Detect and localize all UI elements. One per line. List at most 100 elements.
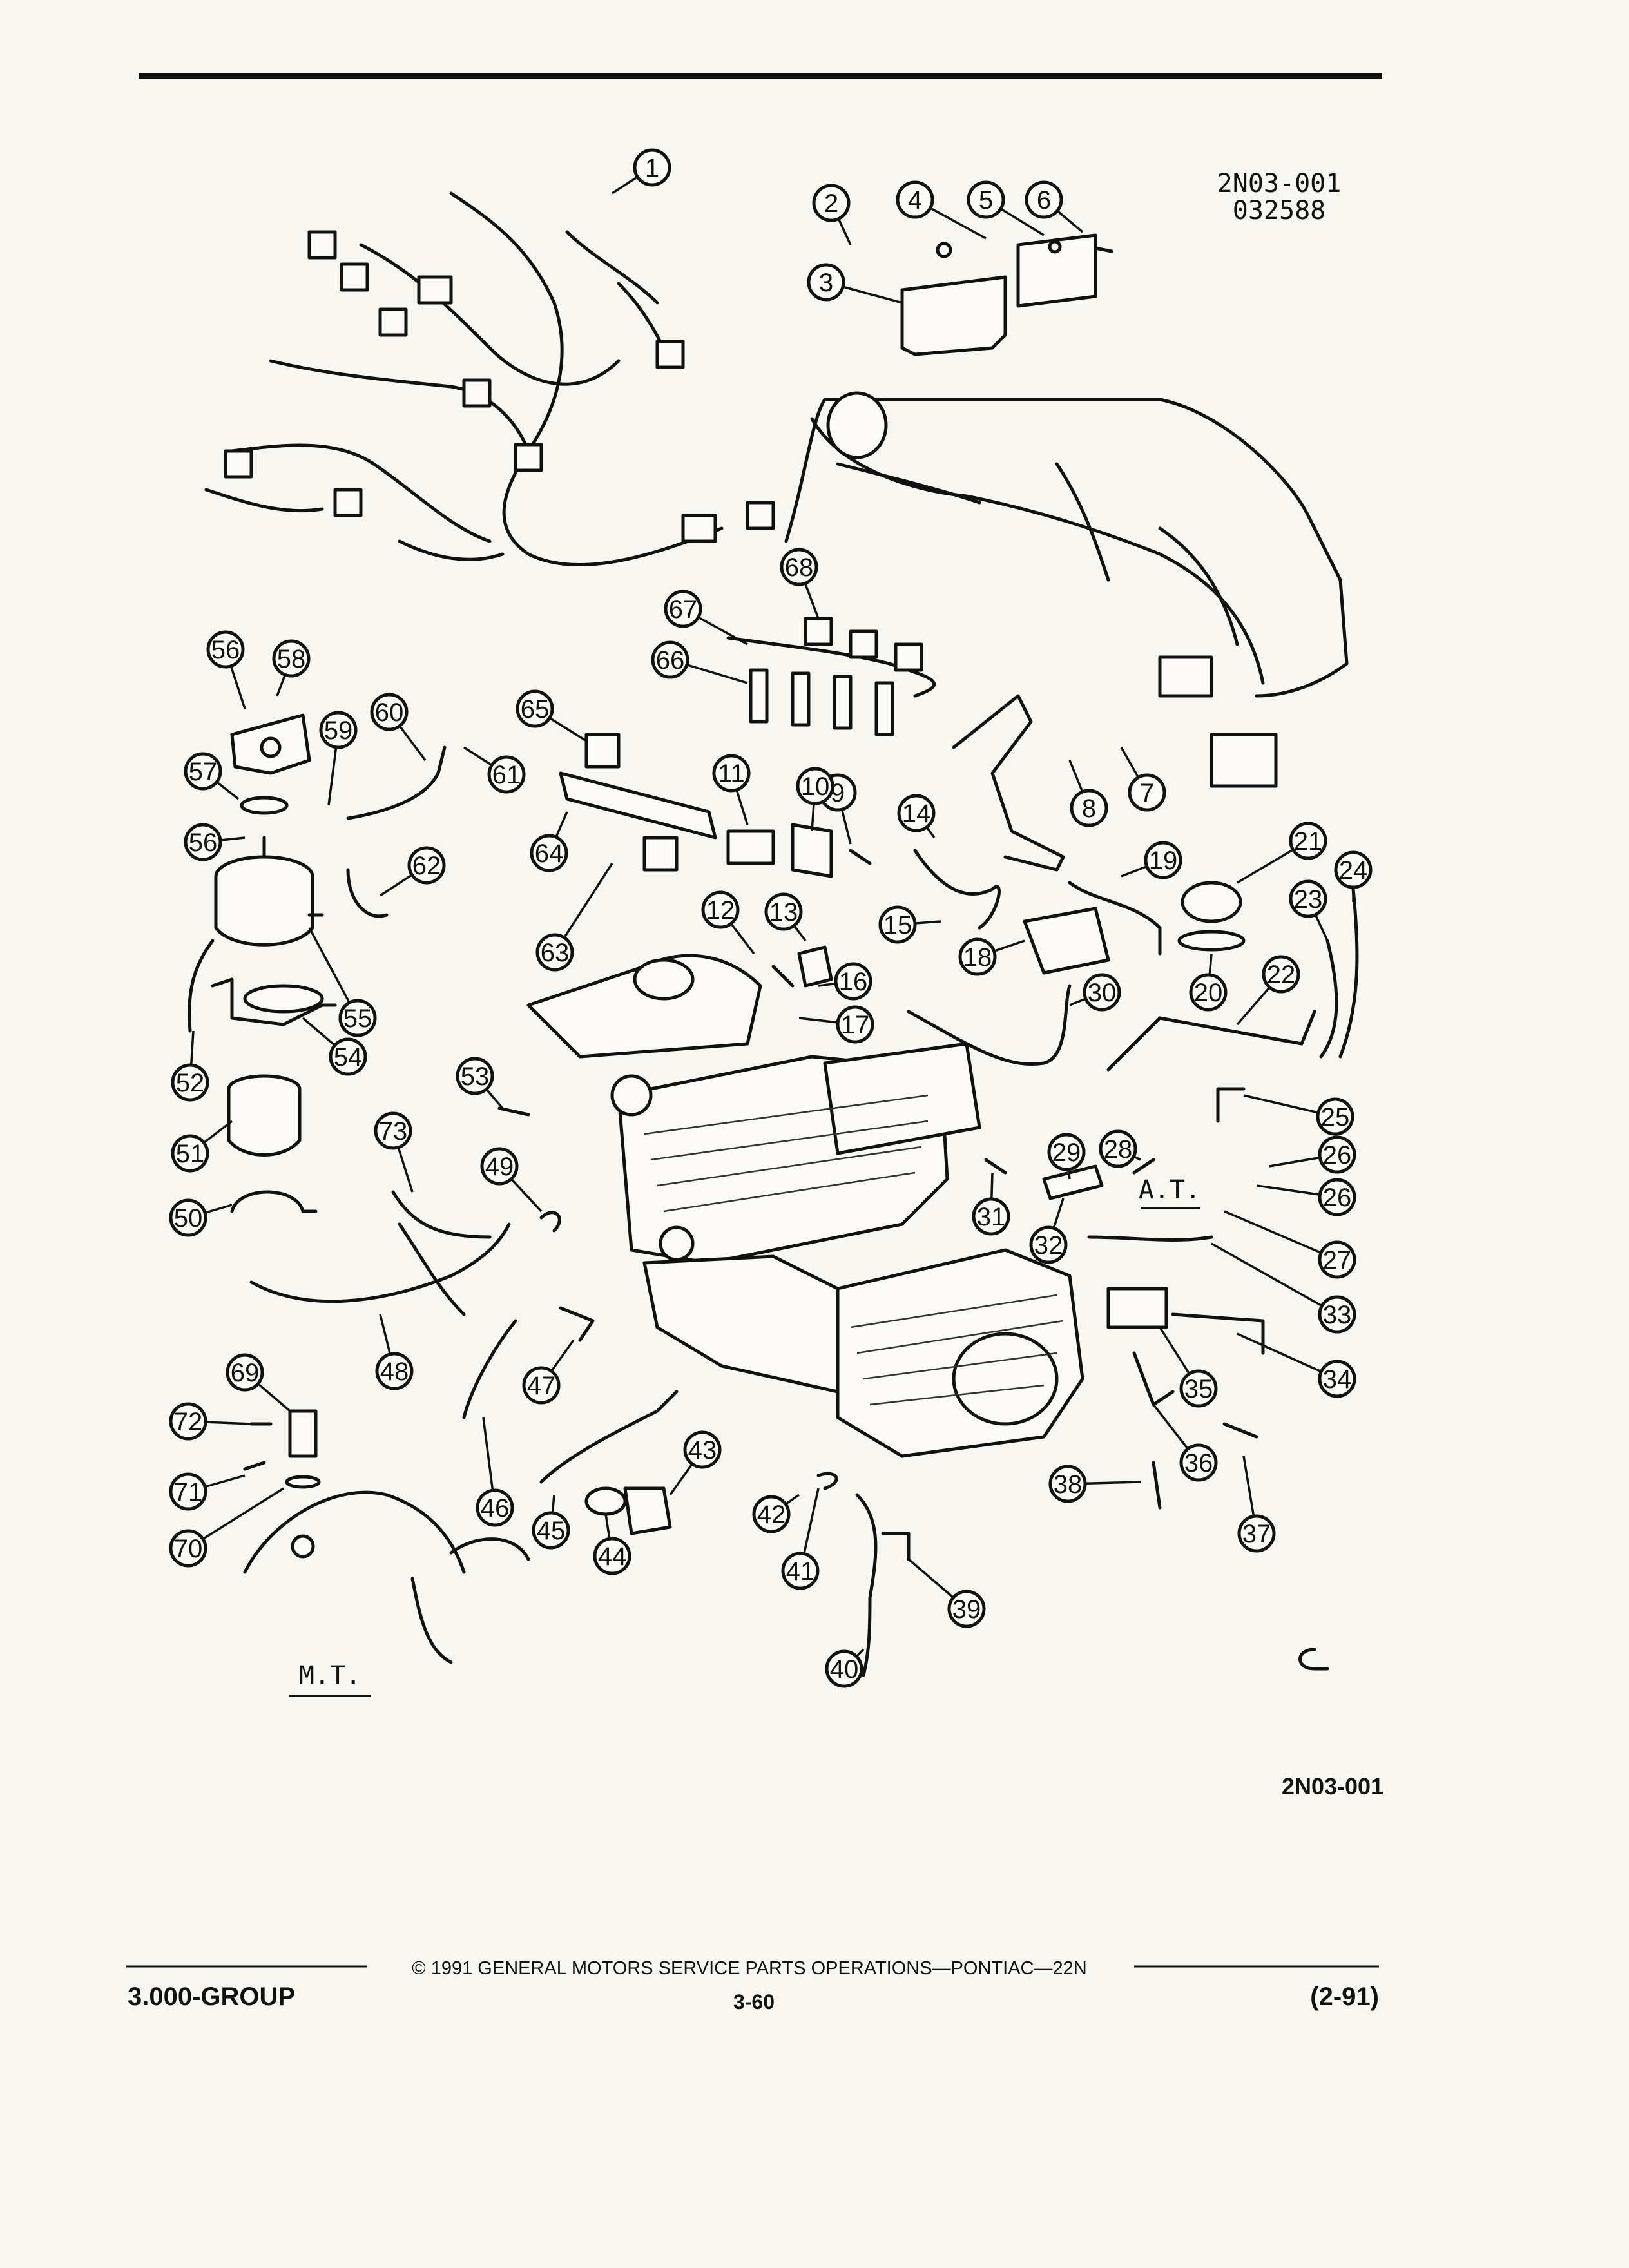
callout-circle [897, 794, 936, 832]
callout-29: 29 [1047, 1133, 1086, 1171]
callout-number: 33 [1323, 1301, 1352, 1329]
callout-circle [480, 1147, 519, 1186]
injector-rail-art [726, 617, 936, 736]
callout-number: 58 [277, 645, 306, 673]
plug-26-mt-art [291, 1534, 315, 1559]
leader-line-27 [1224, 1210, 1338, 1261]
callout-33: 33 [1318, 1295, 1356, 1334]
callout-number: 71 [174, 1478, 203, 1506]
callout-number: 14 [902, 800, 931, 828]
callout-circle [206, 630, 245, 669]
callout-35: 35 [1179, 1369, 1218, 1408]
clamp-51-art [230, 1190, 318, 1213]
label-mt: M.T. [299, 1661, 361, 1691]
callout-21: 21 [1289, 822, 1327, 860]
callout-56: 56 [184, 823, 222, 861]
throttle-body-art [1023, 907, 1110, 975]
callout-number: 1 [645, 154, 659, 182]
callout-circle [1318, 1295, 1356, 1334]
callout-circle [781, 1552, 820, 1590]
callout-65: 65 [516, 689, 554, 728]
callout-circle [375, 1352, 414, 1390]
callout-circle [1070, 789, 1108, 827]
sensor-bracket-art [726, 823, 872, 878]
callout-63: 63 [535, 933, 574, 972]
callout-2: 2 [812, 184, 851, 222]
sensor-39-art [1152, 1461, 1162, 1510]
hose-63-art [346, 868, 389, 918]
callout-45: 45 [532, 1511, 570, 1550]
callout-66: 66 [651, 640, 689, 679]
callout-46: 46 [476, 1488, 514, 1527]
callout-circle [752, 1495, 791, 1533]
label-at: A.T. [1139, 1175, 1200, 1205]
callout-number: 18 [963, 943, 992, 972]
pipe-19-art [1068, 881, 1162, 956]
relay-bar-art [559, 733, 717, 872]
callout-68: 68 [780, 548, 818, 586]
callout-72: 72 [169, 1402, 207, 1441]
callout-number: 51 [176, 1140, 205, 1168]
callout-circle [1029, 1225, 1068, 1264]
callout-8: 8 [1070, 789, 1108, 827]
clip-40-art [881, 1532, 911, 1561]
callout-circle [169, 1402, 207, 1441]
callout-circle [947, 1590, 986, 1628]
callout-number: 17 [841, 1011, 870, 1039]
callout-circle [896, 180, 934, 219]
callout-7: 7 [1128, 773, 1166, 812]
callout-number: 30 [1088, 979, 1117, 1007]
callout-number: 26 [1323, 1184, 1352, 1212]
illustration [188, 191, 1359, 1677]
egr-gasket-art [1177, 930, 1246, 952]
pipe-46-art [539, 1390, 679, 1484]
tube-23-art [1319, 939, 1338, 1059]
callout-number: 69 [231, 1359, 260, 1387]
callout-circle [683, 1430, 722, 1469]
switch-36-art [1106, 1287, 1168, 1329]
callout-52: 52 [171, 1063, 209, 1102]
callout-number: 24 [1339, 856, 1368, 885]
seal-42-art [816, 1472, 838, 1490]
callout-circle [1334, 850, 1373, 889]
callout-circle [319, 711, 358, 749]
callout-56: 56 [206, 630, 245, 669]
callout-59: 59 [319, 711, 358, 749]
transaxle-mt-art [243, 1490, 530, 1664]
callout-circle [651, 640, 689, 679]
hose-49-art [249, 1222, 511, 1303]
callout-circle [169, 1198, 207, 1237]
callout-30: 30 [1083, 973, 1121, 1012]
callout-number: 44 [598, 1542, 627, 1571]
callout-circle [1179, 1369, 1218, 1408]
callout-circle [1318, 1240, 1356, 1279]
tube-24-art [1338, 887, 1359, 1059]
callout-41: 41 [781, 1552, 820, 1590]
callout-62: 62 [407, 846, 446, 885]
callout-70: 70 [169, 1529, 207, 1568]
lead-34-art [1087, 1235, 1213, 1242]
callout-1: 1 [633, 148, 671, 187]
bracket-25-art [1216, 1087, 1246, 1123]
callout-circle [535, 933, 574, 972]
callout-number: 29 [1052, 1139, 1081, 1167]
callout-3: 3 [807, 263, 845, 302]
callout-number: 41 [786, 1557, 815, 1586]
callout-circle [532, 1511, 570, 1550]
seal-71-art [285, 1475, 321, 1489]
callout-circle [764, 892, 803, 931]
callout-11: 11 [712, 754, 751, 793]
bolt-54-art [497, 1106, 530, 1117]
callout-circle [796, 767, 834, 805]
bulkhead-art [746, 391, 1349, 788]
callout-circle [807, 263, 845, 302]
callout-36: 36 [1179, 1443, 1218, 1482]
callout-number: 73 [379, 1117, 408, 1146]
callout-28: 28 [1099, 1129, 1137, 1168]
callout-73: 73 [374, 1111, 412, 1150]
callout-number: 37 [1242, 1520, 1271, 1548]
callout-circle [1318, 1178, 1356, 1216]
callout-49: 49 [480, 1147, 519, 1186]
callout-number: 19 [1149, 847, 1178, 875]
callout-43: 43 [683, 1430, 722, 1469]
